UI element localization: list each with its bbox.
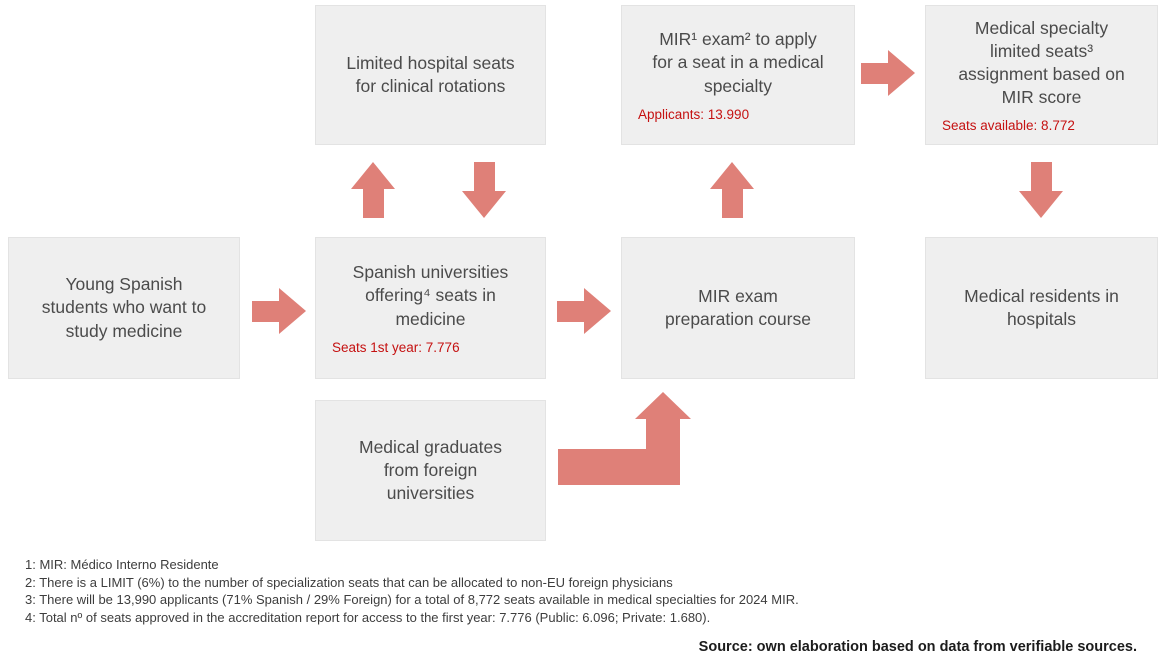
box-mir-prep-course-label: MIR exam preparation course	[665, 285, 811, 329]
arrow-right-icon	[557, 288, 611, 334]
box-foreign-graduates: Medical graduates from foreign universit…	[315, 400, 546, 541]
box-spanish-universities: Spanish universities offering⁴ seats in …	[315, 237, 546, 379]
arrow-down-shaft	[473, 162, 495, 191]
arrow-down-head	[1019, 191, 1063, 218]
arrow-up-shaft	[721, 189, 743, 218]
box-spanish-universities-label: Spanish universities offering⁴ seats in …	[352, 262, 509, 329]
arrow-right-head	[888, 50, 915, 96]
box-specialty-seat-assignment: Medical specialty limited seats³ assignm…	[925, 5, 1158, 145]
arrow-down-icon	[462, 162, 506, 218]
arrow-right-shaft	[861, 62, 888, 84]
footnote-2: 2: There is a LIMIT (6%) to the number o…	[25, 574, 673, 590]
footnote-3: 3: There will be 13,990 applicants (71% …	[25, 592, 799, 607]
box-foreign-graduates-label: Medical graduates from foreign universit…	[359, 436, 502, 504]
arrow-elbow-up-icon	[558, 392, 691, 485]
box-young-spanish-students: Young Spanish students who want to study…	[8, 237, 240, 379]
arrow-down-shaft	[1030, 162, 1052, 191]
applicants-stat: Applicants: 13.990	[638, 106, 750, 122]
box-mir-prep-course: MIR exam preparation course	[621, 237, 855, 379]
arrow-right-icon	[252, 288, 306, 334]
source-attribution: Source: own elaboration based on data fr…	[698, 639, 1137, 655]
arrow-up-icon	[351, 162, 395, 218]
arrow-right-head	[279, 288, 306, 334]
arrow-up-head	[351, 162, 395, 189]
box-medical-residents: Medical residents in hospitals	[925, 237, 1158, 379]
seats-available-stat: Seats available: 8.772	[942, 118, 1075, 134]
box-medical-residents-label: Medical residents in hospitals	[964, 285, 1119, 329]
arrow-down-head	[462, 191, 506, 218]
arrow-right-icon	[861, 50, 915, 96]
arrow-up-shaft	[362, 189, 384, 218]
box-mir-exam: MIR¹ exam² to apply for a seat in a medi…	[621, 5, 855, 145]
arrow-right-shaft	[557, 300, 584, 322]
arrow-up-icon	[710, 162, 754, 218]
box-specialty-seat-assignment-label: Medical specialty limited seats³ assignm…	[958, 17, 1125, 108]
footnote-4: 4: Total nº of seats approved in the acc…	[25, 609, 711, 625]
footnotes: 1: MIR: Médico Interno Residente 2: Ther…	[25, 556, 1140, 626]
box-mir-exam-label: MIR¹ exam² to apply for a seat in a medi…	[652, 29, 824, 96]
footnote-1: 1: MIR: Médico Interno Residente	[25, 557, 219, 572]
arrow-right-shaft	[252, 300, 279, 322]
arrow-down-icon	[1019, 162, 1063, 218]
box-limited-hospital-seats-label: Limited hospital seats for clinical rota…	[346, 52, 515, 96]
first-year-seats-stat: Seats 1st year: 7.776	[332, 339, 460, 355]
arrow-right-head	[584, 288, 611, 334]
box-limited-hospital-seats: Limited hospital seats for clinical rota…	[315, 5, 546, 145]
box-young-spanish-students-label: Young Spanish students who want to study…	[41, 274, 207, 341]
arrow-up-head	[710, 162, 754, 189]
